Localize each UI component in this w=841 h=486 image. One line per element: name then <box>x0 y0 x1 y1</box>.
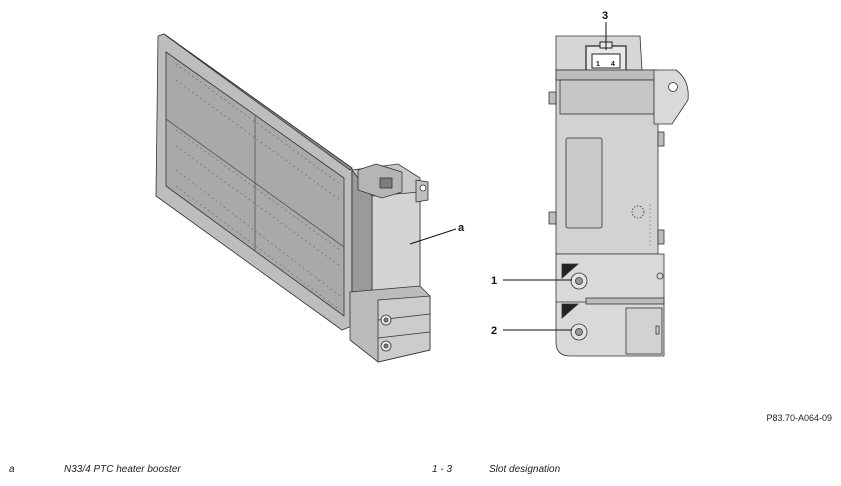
legend-text-1-3: Slot designation <box>489 464 561 475</box>
control-unit-front-view: 1 4 <box>548 35 689 357</box>
connector-pin-4-label: 4 <box>611 61 615 68</box>
callout-3: 3 <box>602 10 608 22</box>
legend-key-a: a <box>9 464 15 475</box>
callout-a: a <box>458 222 465 234</box>
callout-2: 2 <box>491 325 497 337</box>
legend-text-a: N33/4 PTC heater booster <box>64 464 181 475</box>
component-illustration: a 1 4 <box>155 10 689 363</box>
legend-key-1-3: 1 - 3 <box>432 464 453 475</box>
callout-1: 1 <box>491 275 497 287</box>
connector-pin-1-label: 1 <box>596 61 600 68</box>
figure-id: P83.70-A064-09 <box>766 413 832 423</box>
callout-a-leader <box>409 228 457 245</box>
ptc-heater-booster-drawing <box>155 33 431 363</box>
